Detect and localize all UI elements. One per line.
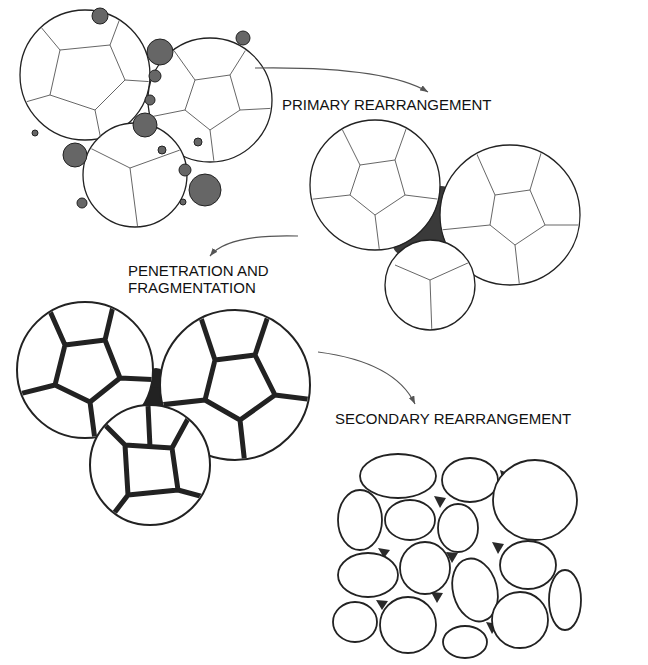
grain-outlines bbox=[492, 592, 548, 648]
additive-particles bbox=[158, 146, 166, 154]
stage-two-liquid bbox=[440, 140, 585, 290]
additive-particles bbox=[63, 143, 87, 167]
grain-outlines bbox=[333, 602, 377, 642]
grain-outlines bbox=[493, 460, 577, 540]
grain-outlines bbox=[438, 504, 478, 552]
stage-three-penetration bbox=[15, 298, 160, 440]
additive-particles bbox=[179, 164, 191, 176]
additive-particles bbox=[189, 174, 221, 206]
stage-two-liquid bbox=[305, 118, 585, 335]
stage-one-powder bbox=[20, 10, 150, 140]
stage-two-liquid bbox=[395, 262, 470, 335]
grain-outlines bbox=[549, 570, 581, 630]
stage-four-grains bbox=[333, 454, 581, 658]
grain-outlines bbox=[400, 542, 450, 594]
additive-particles bbox=[236, 31, 250, 45]
grain-outlines bbox=[442, 458, 498, 502]
stage-arrows bbox=[210, 236, 298, 256]
additive-particles bbox=[147, 39, 173, 65]
stage-one-powder bbox=[15, 5, 278, 230]
grain-outlines bbox=[385, 500, 435, 540]
additive-particles bbox=[32, 130, 38, 136]
additive-particles bbox=[180, 199, 186, 205]
grain-outlines bbox=[338, 490, 382, 550]
stage-label: SECONDARY REARRANGEMENT bbox=[335, 410, 571, 427]
additive-particles bbox=[145, 95, 155, 105]
grain-outlines bbox=[380, 597, 436, 653]
grain-outlines bbox=[360, 454, 436, 498]
stage-label: PRIMARY REARRANGEMENT bbox=[282, 96, 491, 113]
grain-outlines bbox=[333, 454, 581, 658]
additive-particles bbox=[77, 198, 87, 208]
liquid-pockets bbox=[492, 542, 504, 554]
additive-particles bbox=[149, 70, 161, 82]
liquid-pockets bbox=[434, 496, 446, 508]
stage-label: PENETRATION AND FRAGMENTATION bbox=[128, 262, 303, 297]
additive-particles bbox=[92, 8, 108, 24]
additive-particles bbox=[194, 138, 202, 146]
stage-two-liquid bbox=[310, 120, 440, 250]
stage-one-powder bbox=[145, 40, 278, 170]
stage-one-powder bbox=[83, 123, 187, 227]
stage-arrows bbox=[255, 68, 428, 92]
stage-arrows bbox=[318, 352, 415, 404]
stage-three-penetration bbox=[160, 310, 315, 465]
additive-particles bbox=[32, 8, 250, 208]
stage-three-penetration bbox=[15, 298, 315, 525]
stage-three-penetration bbox=[100, 405, 215, 525]
additive-particles bbox=[133, 113, 157, 137]
grain-outlines bbox=[338, 553, 398, 597]
grain-outlines bbox=[500, 541, 556, 589]
grain-outlines bbox=[443, 626, 487, 658]
stage-two-liquid bbox=[305, 118, 445, 255]
stage-arrows bbox=[210, 68, 428, 404]
stage-one-powder bbox=[90, 148, 180, 230]
